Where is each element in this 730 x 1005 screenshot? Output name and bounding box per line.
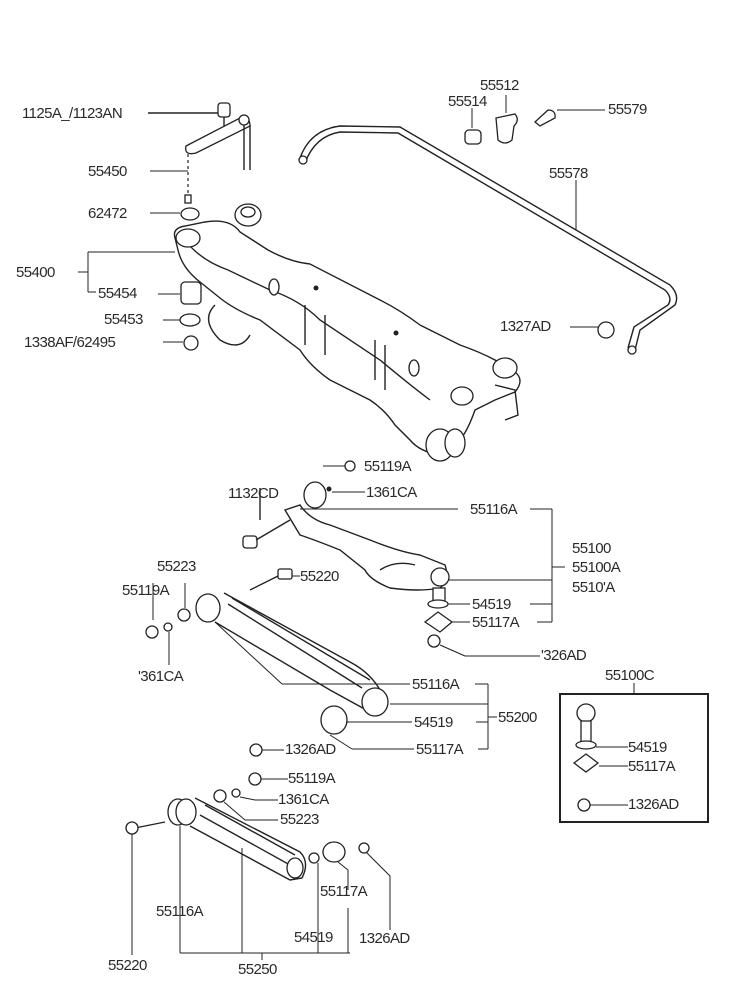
label-1326AD-low[interactable]: 1326AD: [359, 930, 410, 947]
label-1326AD-mid[interactable]: 1326AD: [285, 741, 336, 758]
link-55450-drawing: [148, 102, 251, 204]
label-1338AF-62495[interactable]: 1338AF/62495: [24, 334, 116, 351]
label-55450[interactable]: 55450: [88, 163, 127, 180]
stabilizer-bar-55578-drawing: [298, 125, 678, 355]
label-55116A-mid[interactable]: 55116A: [412, 676, 460, 693]
label-55100[interactable]: 55100: [572, 540, 611, 557]
label-62472[interactable]: 62472: [88, 205, 127, 222]
label-54519-top[interactable]: 54519: [472, 596, 511, 613]
label-kit-55117A[interactable]: 55117A: [628, 758, 676, 775]
label-55100C[interactable]: 55100C: [605, 667, 655, 684]
label-55223-mid[interactable]: 55223: [157, 558, 196, 575]
bolt-55579-icon: [534, 109, 556, 127]
label-55117A-mid[interactable]: 55117A: [416, 741, 464, 758]
bracket-55512-icon: [495, 113, 518, 144]
label-55512[interactable]: 55512: [480, 77, 519, 94]
nut-1327AD-icon: [597, 321, 615, 339]
middle-arm-55200-drawing: [145, 568, 389, 735]
washer-55453-icon: [179, 313, 201, 327]
lower-arm-55250-drawing: [125, 772, 370, 881]
nut-1338AF-icon: [183, 335, 199, 351]
label-1125A-1123AN[interactable]: 1125A_/1123AN: [22, 105, 123, 122]
label-55119A-mid[interactable]: 55119A: [122, 582, 170, 599]
label-kit-54519[interactable]: 54519: [628, 739, 667, 756]
label-55250[interactable]: 55250: [238, 961, 277, 978]
label-55116A-top[interactable]: 55116A: [470, 501, 518, 518]
label-1326AD-top[interactable]: '326AD: [541, 647, 587, 664]
label-55223-low[interactable]: 55223: [280, 811, 319, 828]
label-55514[interactable]: 55514: [448, 93, 487, 110]
label-55220-low[interactable]: 55220: [108, 957, 147, 974]
label-5510A[interactable]: 5510'A: [572, 579, 615, 596]
label-1132CD[interactable]: 1132CD: [228, 485, 279, 502]
label-55454[interactable]: 55454: [98, 285, 137, 302]
upper-arm-55100-drawing: [242, 460, 454, 648]
label-55100A[interactable]: 55100A: [572, 559, 621, 576]
label-55116A-low[interactable]: 55116A: [156, 903, 204, 920]
label-55117A-low[interactable]: 55117A: [320, 883, 368, 900]
label-1361CA-low[interactable]: 1361CA: [278, 791, 329, 808]
label-55578[interactable]: 55578: [549, 165, 588, 182]
kit-55100C-box: [559, 693, 709, 823]
label-55400[interactable]: 55400: [16, 264, 55, 281]
label-1361CA-top[interactable]: 1361CA: [366, 484, 417, 501]
label-55220-mid[interactable]: 55220: [300, 568, 339, 585]
nut-1326AD-mid-icon: [249, 743, 263, 757]
label-55579[interactable]: 55579: [608, 101, 647, 118]
nut-62472-icon: [180, 207, 200, 221]
label-kit-1326AD[interactable]: 1326AD: [628, 796, 679, 813]
label-55119A-low[interactable]: 55119A: [288, 770, 336, 787]
label-55453[interactable]: 55453: [104, 311, 143, 328]
label-1361CA-mid[interactable]: '361CA: [138, 668, 184, 685]
label-55117A-top[interactable]: 55117A: [472, 614, 520, 631]
label-55200[interactable]: 55200: [498, 709, 537, 726]
kit-55100C-drawing: [572, 703, 628, 812]
label-54519-low[interactable]: 54519: [294, 929, 333, 946]
label-54519-mid[interactable]: 54519: [414, 714, 453, 731]
crossmember-55400-drawing: [173, 203, 521, 462]
bushing-55514-icon: [464, 129, 482, 145]
bushing-55454-icon: [180, 281, 202, 305]
label-1327AD[interactable]: 1327AD: [500, 318, 551, 335]
label-55119A-top[interactable]: 55119A: [364, 458, 412, 475]
